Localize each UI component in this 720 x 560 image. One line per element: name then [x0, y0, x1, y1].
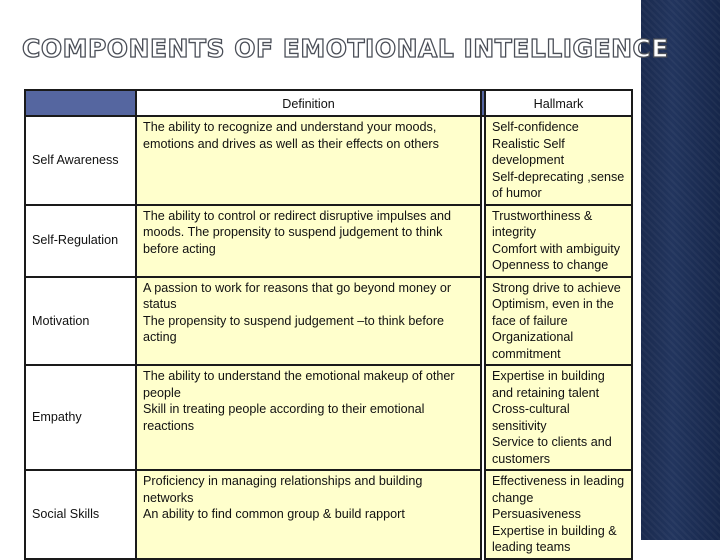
definition-line: Proficiency in managing relationships an…: [143, 474, 423, 505]
header-corner-cell: [24, 89, 137, 117]
hallmark-line: Trustworthiness & integrity: [492, 208, 593, 240]
column-divider: [480, 116, 486, 205]
component-name: Motivation: [24, 275, 137, 366]
component-name: Self Awareness: [24, 115, 137, 206]
hallmark-line: Effectiveness in leading change: [492, 474, 625, 505]
column-divider: [480, 470, 486, 559]
component-name: Social Skills: [24, 469, 137, 560]
header-divider: [480, 89, 486, 117]
hallmark-line: Service to clients and customers: [492, 435, 612, 466]
component-name: Empathy: [24, 364, 137, 471]
definition-cell: The ability to recognize and understand …: [135, 115, 482, 206]
column-divider: [480, 204, 486, 277]
definition-line: The ability to understand the emotional …: [143, 369, 455, 400]
hallmark-line: Organizational commitment: [492, 330, 574, 361]
component-name: Self-Regulation: [24, 203, 137, 278]
hallmark-line: Openness to change: [492, 258, 609, 272]
decorative-side-band: [641, 0, 720, 540]
definition-line: The propensity to suspend judgement –to …: [143, 313, 445, 345]
hallmark-line: Cross-cultural sensitivity: [492, 402, 570, 433]
column-divider: [480, 276, 486, 365]
definition-cell: The ability to control or redirect disru…: [135, 203, 482, 278]
hallmark-cell: Expertise in building and retaining tale…: [484, 364, 633, 471]
header-hallmark: Hallmark: [484, 89, 633, 117]
page-title: COMPONENTS OF EMOTIONAL INTELLIGENCE: [21, 33, 669, 63]
definition-line: An ability to find common group & build …: [143, 507, 405, 521]
hallmark-line: Persuasiveness: [492, 507, 581, 521]
hallmark-line: Realistic Self development: [492, 136, 565, 168]
definition-line: A passion to work for reasons that go be…: [143, 280, 452, 312]
hallmark-line: Self-deprecating ,sense of humor: [492, 169, 625, 201]
definition-line: Skill in treating people according to th…: [143, 402, 425, 433]
hallmark-line: Strong drive to achieve: [492, 280, 621, 295]
column-divider: [480, 365, 486, 470]
hallmark-line: Self-confidence: [492, 120, 579, 134]
hallmark-line: Expertise in building and retaining tale…: [492, 369, 605, 400]
hallmark-line: Expertise in building & leading teams: [492, 523, 617, 555]
definition-line: The ability to control or redirect disru…: [143, 208, 451, 256]
hallmark-line: Optimism, even in the face of failure: [492, 297, 614, 328]
hallmark-line: Comfort with ambiguity: [492, 241, 621, 256]
definition-cell: The ability to understand the emotional …: [135, 364, 482, 471]
definition-line: The ability to recognize and understand …: [143, 120, 439, 151]
definition-cell: A passion to work for reasons that go be…: [135, 275, 482, 366]
header-definition: Definition: [135, 89, 482, 117]
definition-cell: Proficiency in managing relationships an…: [135, 469, 482, 560]
